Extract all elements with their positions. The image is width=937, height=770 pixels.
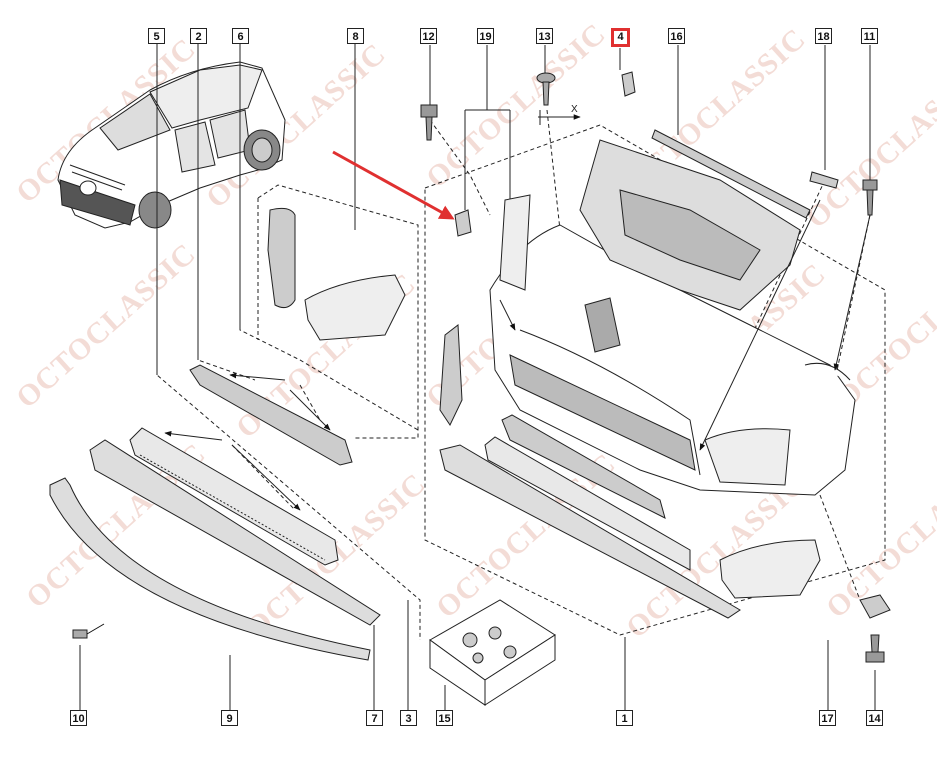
highlight-arrow xyxy=(332,150,455,220)
car-illustration xyxy=(57,61,286,229)
label-9: 9 xyxy=(221,710,238,726)
label-8: 8 xyxy=(347,28,364,44)
label-6: 6 xyxy=(232,28,249,44)
clip-18 xyxy=(809,171,839,189)
label-18: 18 xyxy=(815,28,832,44)
fog-trim-left-assembled xyxy=(439,324,463,427)
pin-10 xyxy=(72,623,105,639)
fixing-kit-box xyxy=(429,599,556,706)
bracket-17 xyxy=(859,594,891,619)
clip-4 xyxy=(621,71,636,97)
screw-11 xyxy=(862,179,878,216)
label-1: 1 xyxy=(616,710,633,726)
label-16: 16 xyxy=(668,28,685,44)
screw-13 xyxy=(536,72,556,106)
label-12: 12 xyxy=(420,28,437,44)
label-7: 7 xyxy=(366,710,383,726)
label-11: 11 xyxy=(861,28,878,44)
seal-strip xyxy=(651,129,811,219)
screw-12 xyxy=(420,104,438,141)
label-13: 13 xyxy=(536,28,553,44)
label-4-highlighted: 4 xyxy=(611,28,630,47)
lower-grille xyxy=(129,427,691,571)
lip-spoiler xyxy=(49,477,371,661)
lower-absorber xyxy=(89,439,381,626)
label-10: 10 xyxy=(70,710,87,726)
label-17: 17 xyxy=(819,710,836,726)
label-15: 15 xyxy=(436,710,453,726)
label-19: 19 xyxy=(477,28,494,44)
fog-housing-upper xyxy=(304,274,406,341)
dimension-x-label: X xyxy=(571,104,578,115)
front-bumper xyxy=(489,224,856,496)
fog-housing-lower xyxy=(719,539,821,599)
clip-4-installed xyxy=(454,209,472,237)
fog-trim-left xyxy=(267,207,296,309)
upper-grille-frame xyxy=(579,139,801,311)
label-14: 14 xyxy=(866,710,883,726)
label-2: 2 xyxy=(190,28,207,44)
screw-14 xyxy=(865,634,885,663)
upper-grille-strip xyxy=(189,364,353,466)
label-5: 5 xyxy=(148,28,165,44)
label-3: 3 xyxy=(400,710,417,726)
